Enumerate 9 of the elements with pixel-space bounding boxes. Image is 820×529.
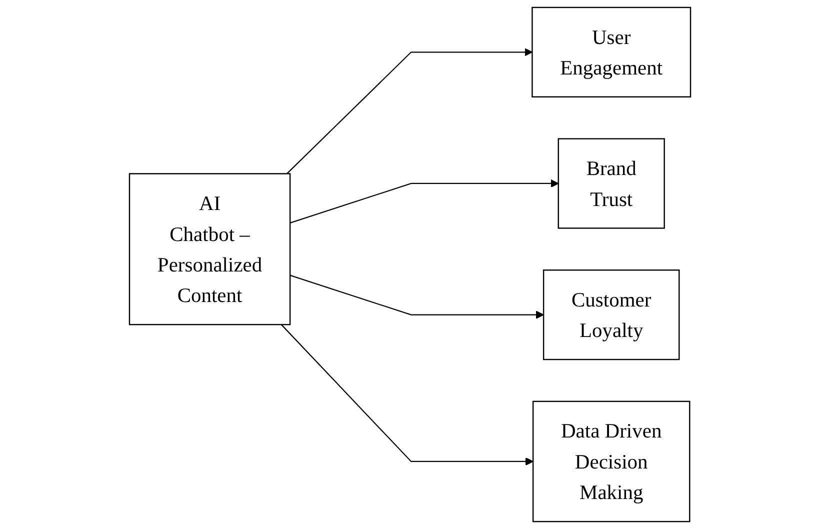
node-box bbox=[532, 400, 690, 522]
node-box bbox=[558, 138, 665, 229]
node-box bbox=[128, 173, 291, 326]
arrow bbox=[286, 48, 533, 174]
arrow bbox=[280, 324, 534, 466]
node-box bbox=[542, 269, 680, 360]
node-box bbox=[532, 6, 692, 98]
arrow bbox=[290, 179, 559, 224]
arrow bbox=[290, 274, 544, 319]
